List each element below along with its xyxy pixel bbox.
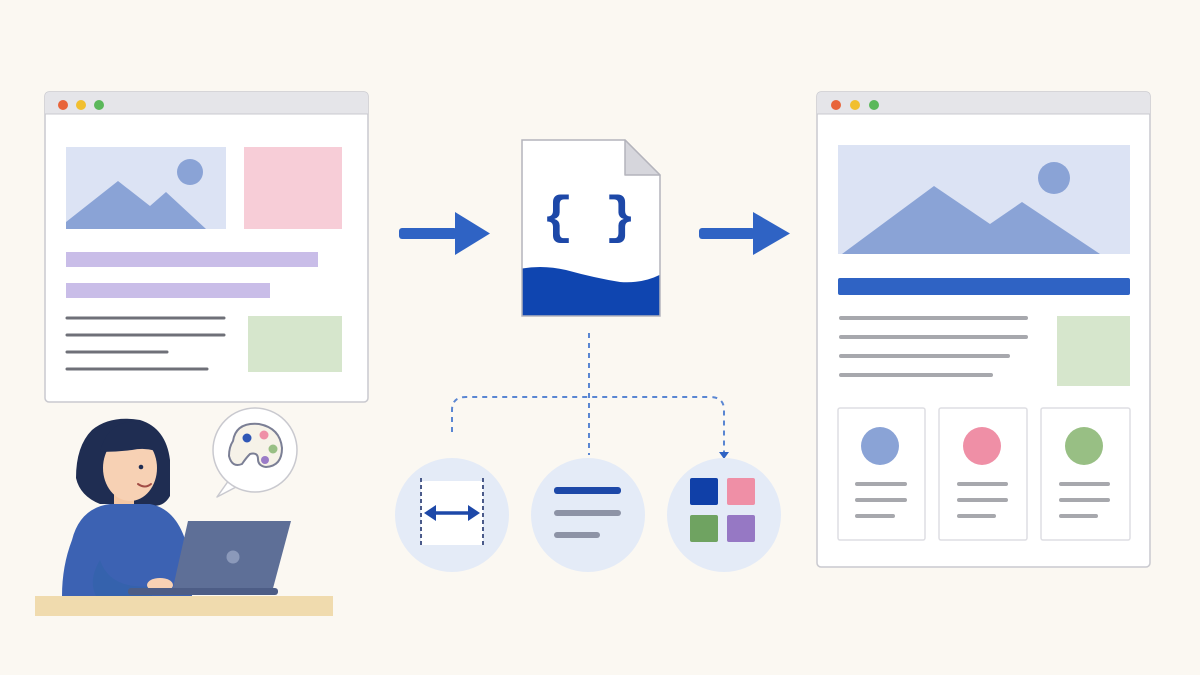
feature-card-blue [837,407,926,541]
heading-bar [66,252,318,267]
window-maximize-dot [869,100,879,110]
hero-heading-bar [838,278,1130,295]
side-green-block [1057,316,1130,386]
arrow-to-code [399,212,490,255]
result-browser [816,91,1151,568]
image-placeholder-icon [66,147,226,229]
layout-width-icon [395,458,509,572]
arrow-to-result [699,212,790,255]
pink-block [244,147,342,229]
laptop [128,521,291,595]
window-close-dot [58,100,68,110]
dashed-connectors [451,333,725,455]
window-minimize-dot [76,100,86,110]
code-braces-text: { } [542,189,636,248]
text-lines [65,316,226,371]
feature-card-green [1040,407,1131,541]
palette-thought-bubble [212,407,298,498]
typography-lines-icon [531,458,645,572]
feature-card-pink [938,407,1028,541]
window-close-dot [831,100,841,110]
body-text-lines [839,316,1028,377]
window-minimize-dot [850,100,860,110]
subheading-bar [66,283,270,298]
connector-arrowhead [719,452,729,459]
source-wireframe-browser [44,91,369,403]
hero-image-icon [838,145,1130,254]
green-block [248,316,342,372]
color-swatches-icon [667,458,781,572]
code-file-icon: { } [521,139,661,317]
window-maximize-dot [94,100,104,110]
designer-person [62,418,192,596]
desk [35,596,333,616]
